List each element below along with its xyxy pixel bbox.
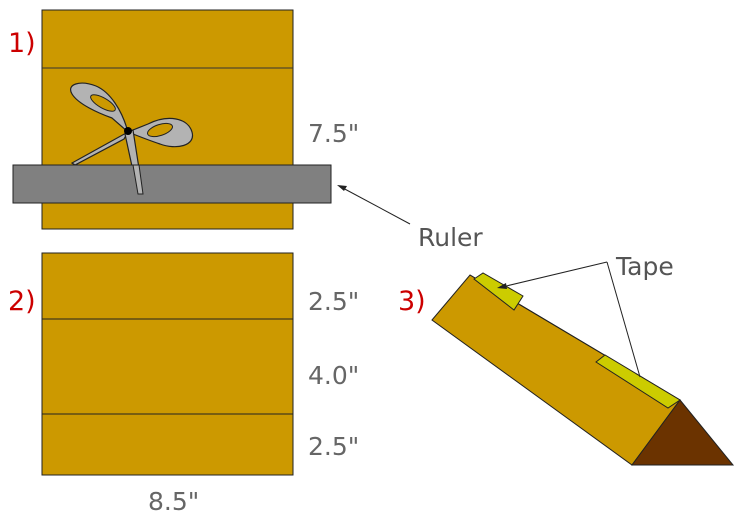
section-label-top: 2.5" bbox=[308, 287, 359, 316]
ruler-label: Ruler bbox=[418, 223, 483, 252]
tape-strip-left bbox=[473, 272, 524, 311]
tape-pointer-right bbox=[606, 261, 641, 378]
step1-label: 1) bbox=[8, 28, 36, 59]
ruler-pointer-arrowhead bbox=[337, 185, 347, 191]
prism-end-face bbox=[631, 399, 735, 466]
prism-top-face bbox=[431, 274, 681, 466]
width-label: 8.5" bbox=[148, 487, 199, 516]
ruler bbox=[12, 164, 332, 204]
tape-pointer-left bbox=[501, 261, 608, 288]
section-label-middle: 4.0" bbox=[308, 361, 359, 390]
step3-label: 3) bbox=[398, 286, 426, 317]
section-label-bottom: 2.5" bbox=[308, 432, 359, 461]
step2-paper bbox=[41, 252, 294, 476]
tape-strip-right bbox=[595, 354, 681, 409]
tape-pointer-left-arrowhead bbox=[497, 283, 507, 289]
ruler-pointer-line bbox=[340, 186, 411, 225]
tape-label: Tape bbox=[615, 252, 674, 281]
step2-label: 2) bbox=[8, 286, 36, 317]
scissors-blade-tip bbox=[132, 164, 144, 195]
height-label-full: 7.5" bbox=[308, 119, 359, 148]
